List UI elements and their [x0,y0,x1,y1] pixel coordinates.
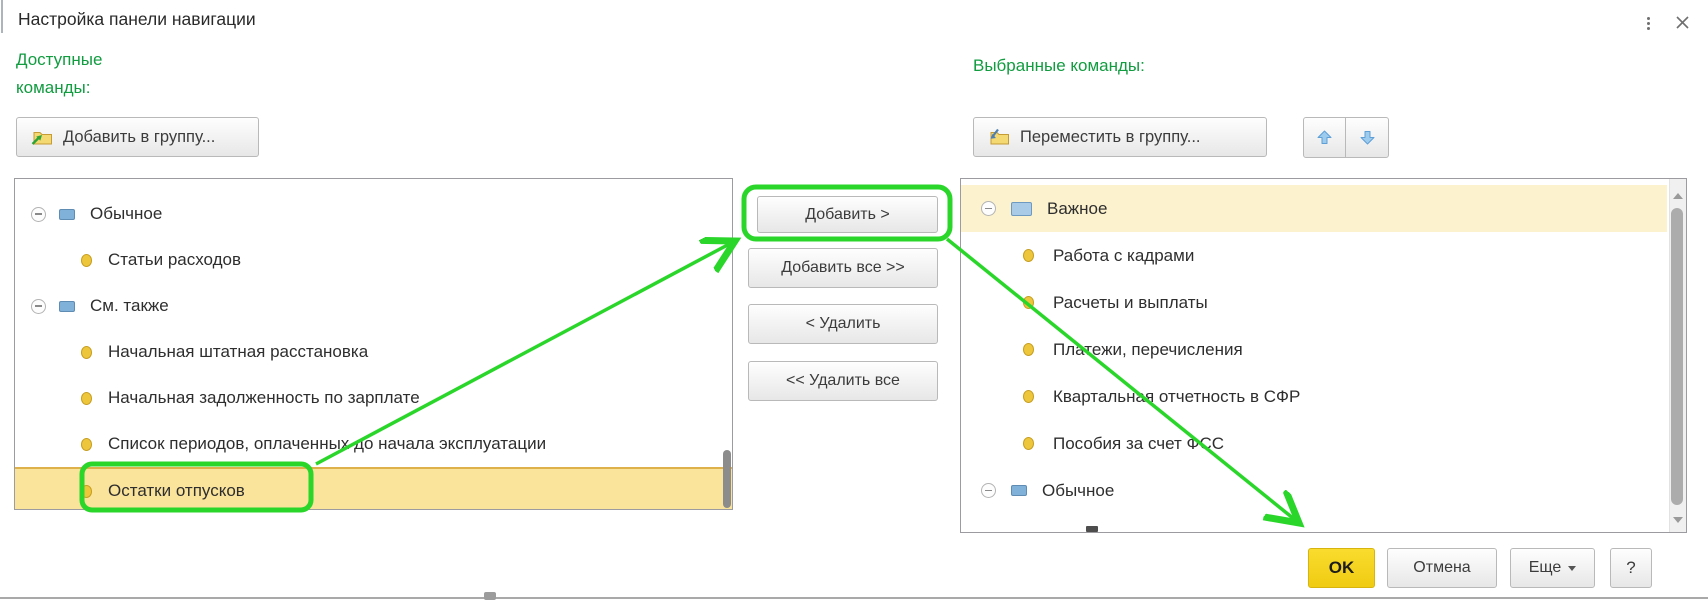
window-edge [1,0,3,33]
help-button[interactable]: ? [1610,548,1652,588]
group-icon [59,300,75,312]
row-label: Начальная задолженность по зарплате [108,388,420,407]
row-label: Квартальная отчетность в СФР [1053,386,1301,406]
row-label: Список периодов, оплаченных до начала эк… [108,434,547,453]
row-label: Обычное [90,204,163,223]
row-label: Платежи, перечисления [1053,339,1243,359]
row-label: Работа с кадрами [1053,245,1195,265]
command-bullet-icon [1023,437,1034,450]
command-bullet-icon [81,391,92,405]
add-to-group-label: Добавить в группу... [63,127,216,146]
row-label: См. также [90,296,169,315]
row-label: Начальная штатная расстановка [108,342,369,361]
row-label: Статьи расходов [108,250,242,269]
window-bottom-border [0,597,1708,599]
dropdown-caret-icon [1568,565,1577,571]
collapse-minus-icon[interactable] [31,298,46,314]
tree-group-row[interactable]: Обычное [15,191,732,237]
tree-group-row[interactable]: См. также [15,283,732,329]
window-bottom-artifact [484,592,496,600]
command-bullet-icon [1023,249,1034,262]
scroll-up-icon[interactable] [1673,193,1683,199]
tree-command-row[interactable]: Квартальная отчетность в СФР [961,373,1667,420]
command-bullet-icon [81,437,92,451]
tree-group-row[interactable]: Важное [961,185,1667,232]
remove-all-button[interactable]: << Удалить все [748,361,938,401]
right-list-scrollbar-thumb[interactable] [1671,208,1683,505]
add-button[interactable]: Добавить > [757,196,938,233]
collapse-minus-icon[interactable] [31,206,46,222]
tree-command-row[interactable]: Работа с кадрами [961,232,1667,279]
group-icon [59,208,75,220]
tree-group-row[interactable]: Обычное [961,467,1667,514]
add-to-group-button[interactable]: Добавить в группу... [16,117,259,157]
folder-add-icon [30,128,53,146]
row-label: Пособия за счет ФСС [1053,433,1224,453]
tree-command-row[interactable]: Остатки отпусков [15,467,732,509]
available-commands-heading: Доступные команды: [16,50,103,97]
move-down-button[interactable] [1345,117,1389,158]
move-up-button[interactable] [1303,117,1346,158]
command-bullet-icon [81,345,92,359]
tree-command-row[interactable]: Начальная штатная расстановка [15,329,732,375]
tree-command-row[interactable]: Платежи, перечисления [961,326,1667,373]
scroll-down-icon[interactable] [1673,517,1683,523]
row-label: Важное [1047,198,1108,218]
command-bullet-icon [1023,296,1034,309]
move-to-group-button[interactable]: Переместить в группу... [973,117,1267,157]
command-bullet-icon [81,253,92,267]
folder-move-icon [987,128,1010,146]
more-label: Еще [1528,559,1562,576]
row-label: Расчеты и выплаты [1053,292,1208,312]
tree-command-row[interactable]: Список периодов, оплаченных до начала эк… [15,421,732,467]
remove-button[interactable]: < Удалить [748,304,938,344]
tree-command-row[interactable]: Статьи расходов [15,237,732,283]
command-bullet-icon [1023,343,1034,356]
command-bullet-icon [81,484,92,498]
cancel-button[interactable]: Отмена [1387,548,1497,588]
selected-commands-heading: Выбранные команды: [973,56,1145,75]
dialog-title: Настройка панели навигации [18,9,256,29]
move-to-group-label: Переместить в группу... [1020,127,1201,146]
up-arrow-icon [1316,129,1333,146]
tree-command-row[interactable]: Пособия за счет ФСС [961,420,1667,467]
add-all-button[interactable]: Добавить все >> [748,248,938,288]
ok-button[interactable]: OK [1308,548,1375,588]
more-button[interactable]: Еще [1510,548,1595,588]
group-icon [1011,201,1032,216]
command-bullet-icon [1023,390,1034,403]
tree-command-row[interactable]: Расчеты и выплаты [961,279,1667,326]
clipped-item-fragment [1086,526,1098,532]
row-label: Обычное [1042,480,1115,500]
down-arrow-icon [1359,129,1376,146]
collapse-minus-icon[interactable] [981,483,996,498]
kebab-menu-icon[interactable] [1639,12,1657,34]
tree-command-row[interactable]: Начальная задолженность по зарплате [15,375,732,421]
group-icon [1011,485,1027,496]
left-list-scrollbar-thumb[interactable] [723,450,731,508]
row-label: Остатки отпусков [108,481,245,500]
collapse-minus-icon[interactable] [981,201,996,216]
close-icon[interactable] [1670,10,1694,34]
